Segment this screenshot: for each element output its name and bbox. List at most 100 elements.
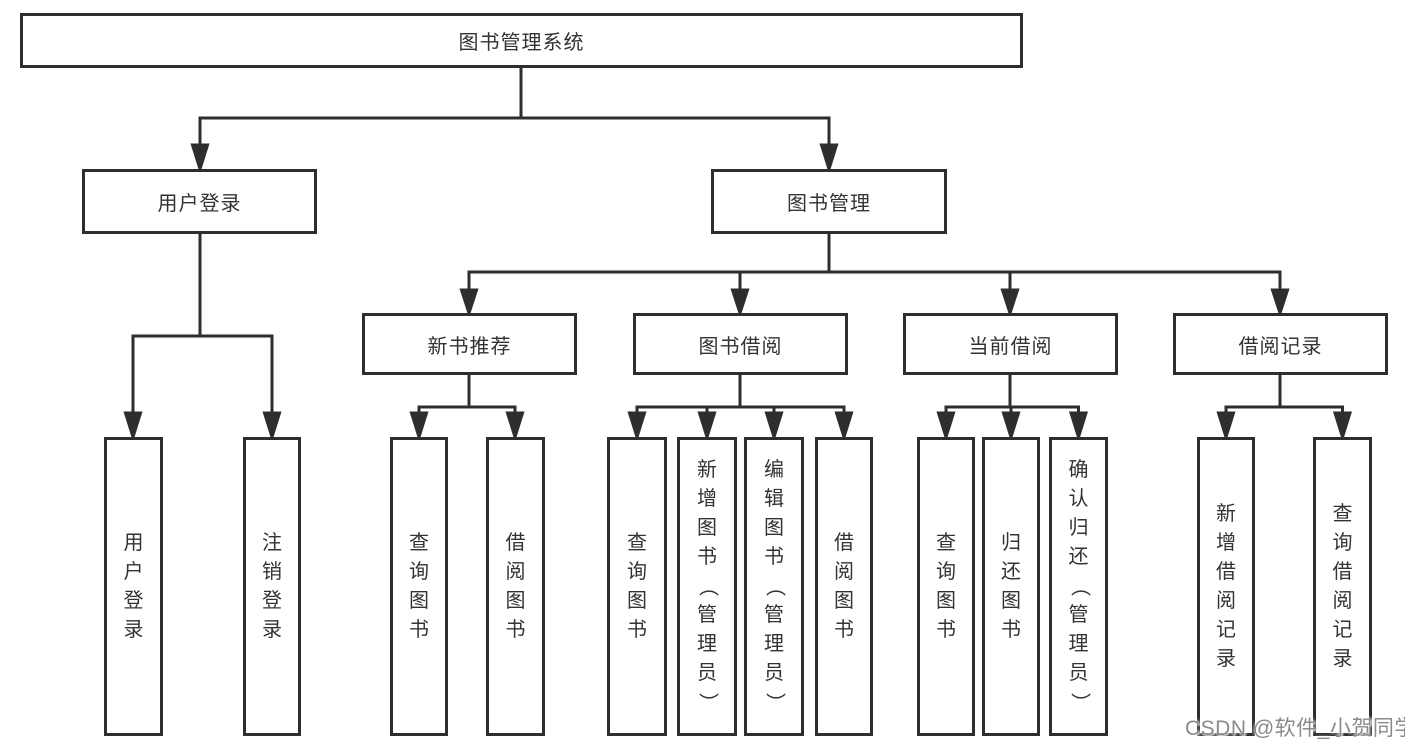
vertical-glyph: 书 bbox=[1001, 618, 1021, 641]
vertical-glyph: 录 bbox=[1332, 647, 1353, 670]
node-leaf-query-books-2-label: 查询图书 bbox=[610, 529, 664, 645]
vertical-glyph: 阅 bbox=[1216, 589, 1236, 612]
vertical-glyph: 查 bbox=[936, 531, 956, 554]
node-new-books: 新书推荐 bbox=[362, 313, 577, 375]
vertical-glyph: 书 bbox=[409, 618, 429, 641]
vertical-glyph: 书 bbox=[505, 618, 526, 641]
vertical-glyph: （ bbox=[696, 576, 719, 597]
node-leaf-edit-books-admin: 编辑图书（管理员） bbox=[744, 437, 804, 736]
vertical-glyph: 新 bbox=[697, 459, 717, 481]
vertical-glyph: 销 bbox=[262, 560, 282, 583]
node-leaf-add-books-admin: 新增图书（管理员） bbox=[677, 437, 737, 736]
vertical-glyph: ） bbox=[1068, 692, 1090, 713]
connectors-book-borrow-group bbox=[627, 375, 854, 443]
vertical-glyph: 用 bbox=[123, 531, 144, 554]
node-current-borrow: 当前借阅 bbox=[903, 313, 1118, 375]
vertical-glyph: 书 bbox=[764, 546, 784, 568]
vertical-glyph: 阅 bbox=[1332, 589, 1353, 612]
vertical-glyph: 管 bbox=[1068, 604, 1089, 626]
vertical-glyph: 借 bbox=[834, 531, 854, 554]
node-leaf-borrow-books-2-label: 借阅图书 bbox=[818, 529, 870, 645]
vertical-glyph: 记 bbox=[1332, 618, 1353, 641]
vertical-glyph: 登 bbox=[123, 589, 144, 612]
node-borrow-records-label: 借阅记录 bbox=[1238, 335, 1323, 358]
node-leaf-user-login-label: 用户登录 bbox=[107, 529, 160, 645]
vertical-glyph: 图 bbox=[834, 589, 854, 612]
vertical-glyph: 管 bbox=[697, 604, 717, 626]
vertical-glyph: ） bbox=[696, 692, 719, 713]
node-book-borrow-label: 图书借阅 bbox=[698, 335, 783, 358]
node-leaf-logout-label: 注销登录 bbox=[246, 529, 298, 645]
vertical-glyph: 图 bbox=[764, 517, 784, 539]
node-book-borrow: 图书借阅 bbox=[633, 313, 848, 375]
node-leaf-user-login: 用户登录 bbox=[104, 437, 163, 736]
vertical-glyph: 询 bbox=[936, 560, 956, 583]
vertical-glyph: （ bbox=[763, 576, 786, 597]
connectors-current-borrow-group bbox=[936, 375, 1089, 443]
vertical-glyph: 借 bbox=[1332, 560, 1353, 583]
node-leaf-query-books-3-label: 查询图书 bbox=[920, 529, 972, 645]
vertical-glyph: 员 bbox=[764, 662, 784, 684]
vertical-glyph: 图 bbox=[409, 589, 429, 612]
node-leaf-add-borrow-record: 新增借阅记录 bbox=[1197, 437, 1255, 736]
vertical-glyph: 书 bbox=[936, 618, 956, 641]
vertical-glyph: 员 bbox=[697, 662, 717, 684]
vertical-glyph: 书 bbox=[627, 618, 647, 641]
node-leaf-query-books-2: 查询图书 bbox=[607, 437, 667, 736]
node-leaf-logout: 注销登录 bbox=[243, 437, 301, 736]
csdn-watermark: CSDN @软件_小贺同学 bbox=[1185, 717, 1405, 740]
vertical-glyph: 图 bbox=[627, 589, 647, 612]
vertical-glyph: 借 bbox=[505, 531, 526, 554]
node-leaf-add-borrow-record-label: 新增借阅记录 bbox=[1200, 500, 1252, 674]
connectors-new-books-group bbox=[409, 375, 525, 443]
vertical-glyph: 查 bbox=[1332, 502, 1353, 525]
connectors-user-login-group bbox=[123, 234, 282, 443]
vertical-glyph: 归 bbox=[1068, 517, 1089, 539]
vertical-glyph: （ bbox=[1068, 576, 1090, 597]
node-book-mgmt: 图书管理 bbox=[711, 169, 947, 234]
vertical-glyph: 归 bbox=[1001, 531, 1021, 554]
vertical-glyph: 编 bbox=[764, 459, 784, 481]
vertical-glyph: 图 bbox=[1001, 589, 1021, 612]
vertical-glyph: 户 bbox=[123, 560, 144, 583]
node-current-borrow-label: 当前借阅 bbox=[968, 335, 1053, 358]
vertical-glyph: 还 bbox=[1001, 560, 1021, 583]
node-user-login-label: 用户登录 bbox=[157, 193, 242, 215]
vertical-glyph: 理 bbox=[1068, 633, 1089, 655]
vertical-glyph: 增 bbox=[697, 488, 717, 510]
node-leaf-add-books-admin-label: 新增图书（管理员） bbox=[680, 456, 734, 717]
connectors-root-to-level2 bbox=[190, 68, 839, 175]
vertical-glyph: 书 bbox=[834, 618, 854, 641]
vertical-glyph: 认 bbox=[1068, 488, 1089, 510]
vertical-glyph: 理 bbox=[697, 633, 717, 655]
vertical-glyph: 理 bbox=[764, 633, 784, 655]
node-root: 图书管理系统 bbox=[20, 13, 1023, 68]
node-leaf-borrow-books-2: 借阅图书 bbox=[815, 437, 873, 736]
node-new-books-label: 新书推荐 bbox=[427, 335, 512, 358]
node-leaf-query-borrow-record-label: 查询借阅记录 bbox=[1316, 500, 1369, 674]
vertical-glyph: 还 bbox=[1068, 546, 1089, 568]
node-leaf-edit-books-admin-label: 编辑图书（管理员） bbox=[747, 456, 801, 717]
vertical-glyph: 辑 bbox=[764, 488, 784, 510]
vertical-glyph: 询 bbox=[627, 560, 647, 583]
vertical-glyph: 记 bbox=[1216, 618, 1236, 641]
node-leaf-query-books-1: 查询图书 bbox=[390, 437, 448, 736]
connectors-borrow-records-group bbox=[1216, 375, 1353, 443]
vertical-glyph: 确 bbox=[1068, 459, 1089, 481]
node-leaf-confirm-return-admin-label: 确认归还（管理员） bbox=[1052, 456, 1105, 717]
vertical-glyph: 询 bbox=[1332, 531, 1353, 554]
vertical-glyph: 注 bbox=[262, 531, 282, 554]
node-user-login: 用户登录 bbox=[82, 169, 317, 234]
vertical-glyph: 查 bbox=[627, 531, 647, 554]
vertical-glyph: 录 bbox=[262, 618, 282, 641]
vertical-glyph: 登 bbox=[262, 589, 282, 612]
node-leaf-return-books-label: 归还图书 bbox=[985, 529, 1037, 645]
node-leaf-borrow-books-1-label: 借阅图书 bbox=[489, 529, 542, 645]
node-book-mgmt-label: 图书管理 bbox=[787, 193, 871, 215]
vertical-glyph: 图 bbox=[505, 589, 526, 612]
vertical-glyph: 书 bbox=[697, 546, 717, 568]
vertical-glyph: 录 bbox=[123, 618, 144, 641]
vertical-glyph: 增 bbox=[1216, 531, 1236, 554]
